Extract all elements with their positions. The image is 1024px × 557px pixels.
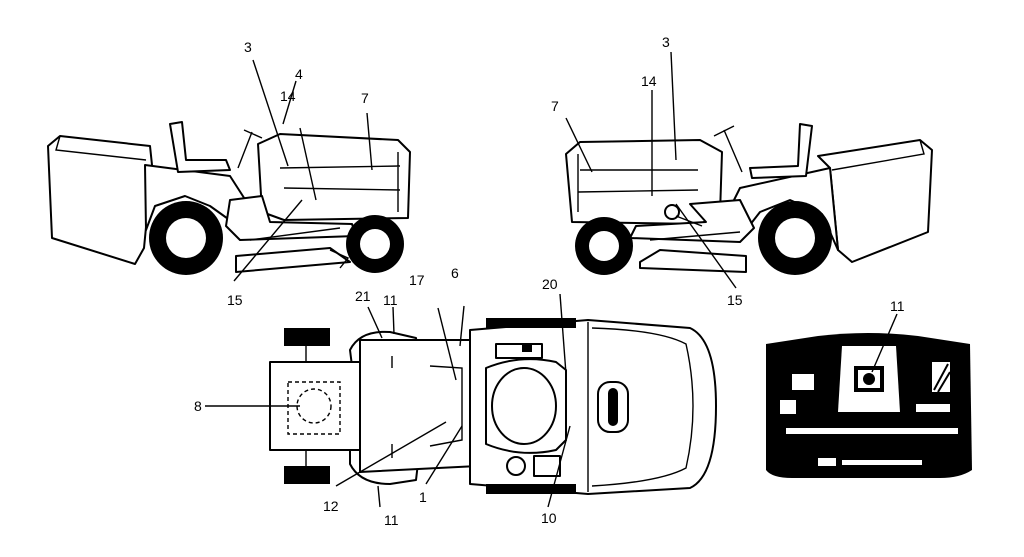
label-7: 7 xyxy=(361,90,369,106)
label-11: 11 xyxy=(384,512,399,528)
label-6: 6 xyxy=(451,265,459,281)
tractor-top-view: 21 11 17 6 20 8 12 1 11 10 xyxy=(194,265,717,528)
rear-wheel-top-upper xyxy=(284,328,330,346)
label-15: 15 xyxy=(227,292,243,308)
tractor-rear-view-detail: 11 xyxy=(766,298,972,478)
label-11: 11 xyxy=(383,292,398,308)
label-7: 7 xyxy=(551,98,559,114)
rear-wheel-top-lower xyxy=(284,466,330,484)
label-15: 15 xyxy=(727,292,743,308)
label-14: 14 xyxy=(280,88,296,104)
tractor-side-view-right: 3 14 7 15 xyxy=(551,34,933,308)
label-17: 17 xyxy=(409,272,425,288)
decal-location-11 xyxy=(863,373,875,385)
rear-fender-left xyxy=(144,164,249,231)
seat-right xyxy=(749,123,813,179)
label-12: 12 xyxy=(323,498,339,514)
tractor-side-view-left: 3 4 14 7 15 xyxy=(47,39,411,308)
mower-deck-right xyxy=(639,249,747,273)
hood-left xyxy=(257,133,411,221)
label-1: 1 xyxy=(419,489,427,505)
label-8: 8 xyxy=(194,398,202,414)
label-11: 11 xyxy=(890,298,905,314)
label-10: 10 xyxy=(541,510,557,526)
label-20: 20 xyxy=(542,276,558,292)
label-4: 4 xyxy=(295,66,303,82)
label-3: 3 xyxy=(244,39,252,55)
seat-left xyxy=(169,121,231,173)
rear-body-top xyxy=(359,339,479,473)
label-21: 21 xyxy=(355,288,371,304)
label-3: 3 xyxy=(662,34,670,50)
mower-deck-left xyxy=(235,247,351,273)
label-14: 14 xyxy=(641,73,657,89)
